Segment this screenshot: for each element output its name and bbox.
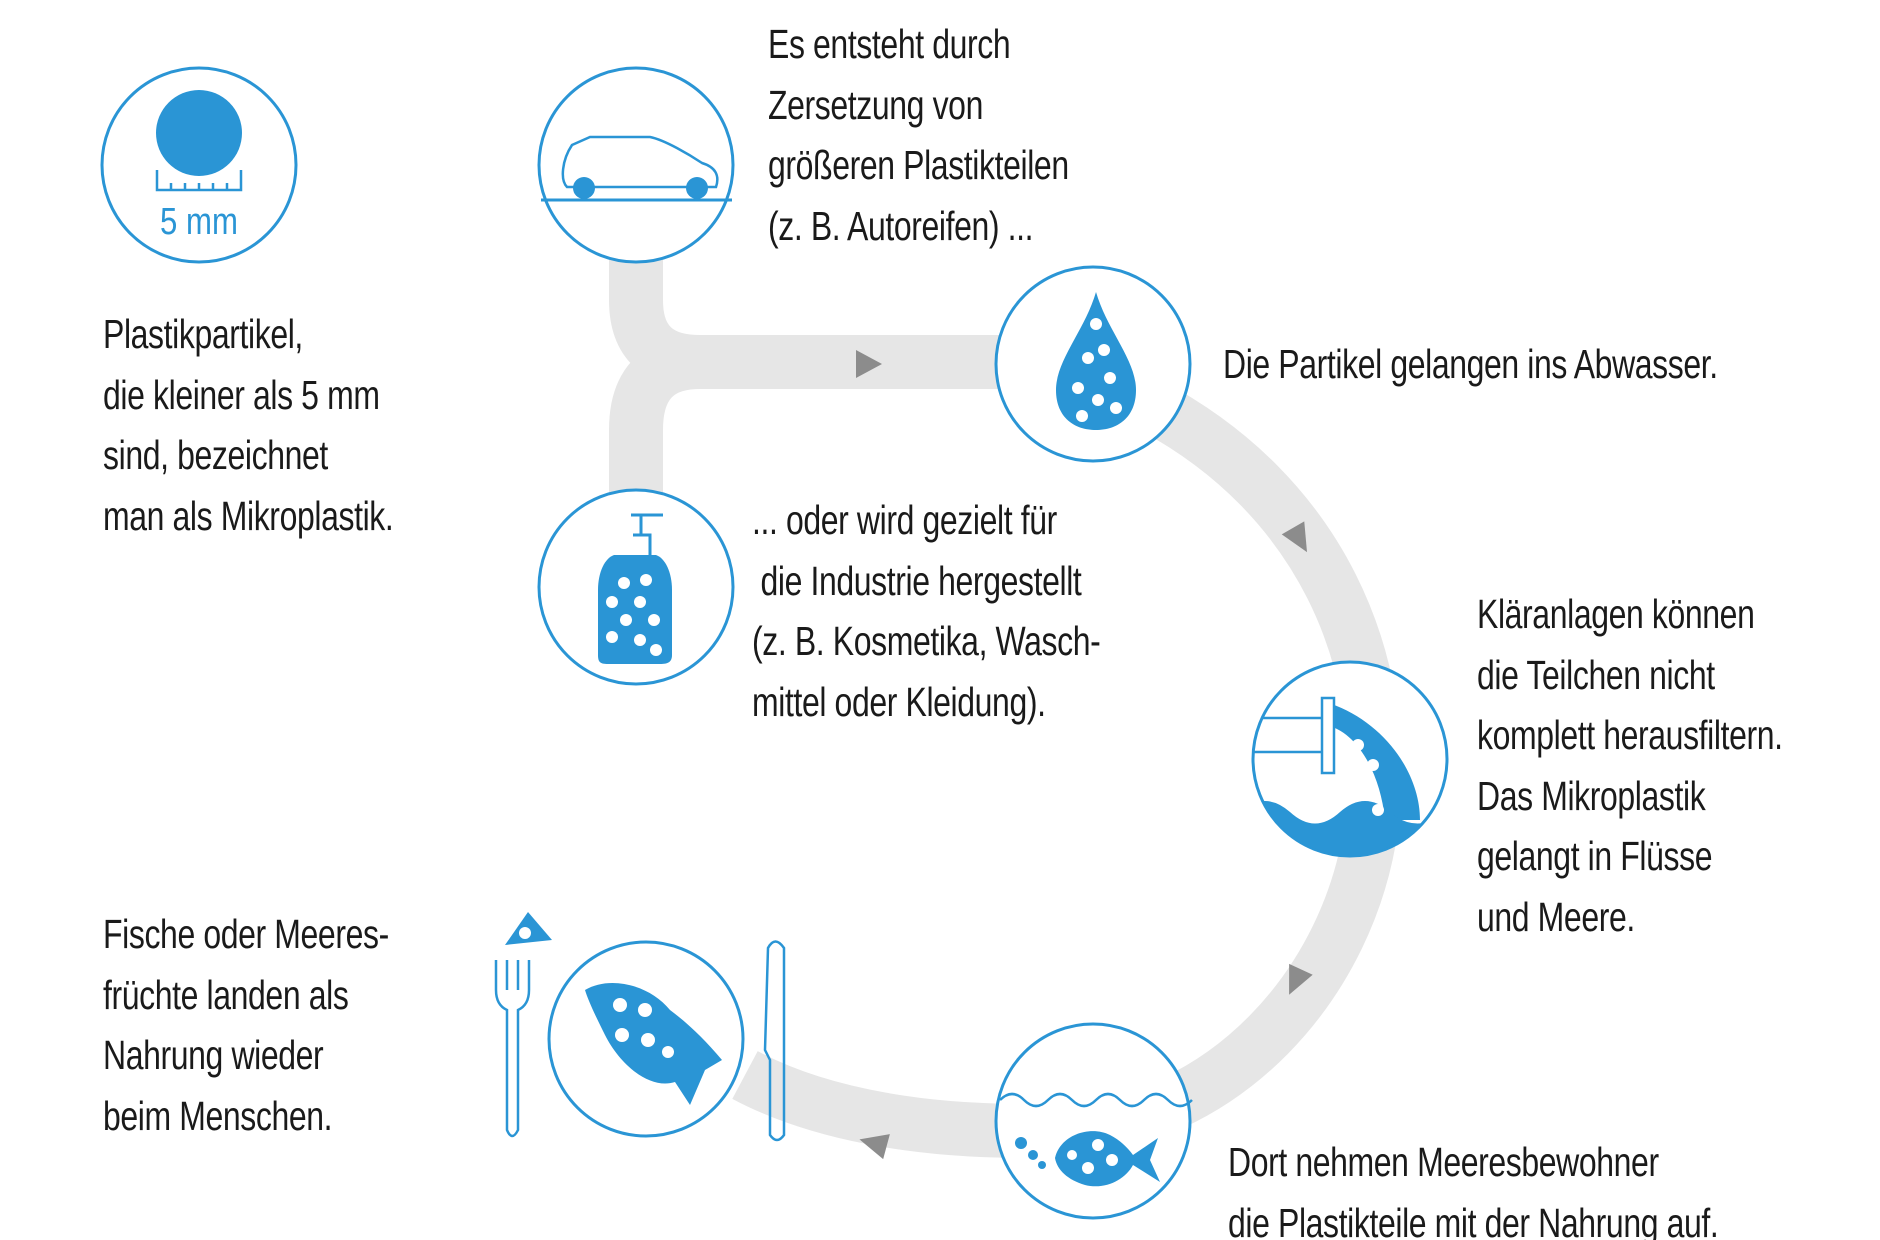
text-line: Fische oder Meeres- [103,911,389,957]
text-line: mittel oder Kleidung). [752,678,1046,725]
intro-text: Plastikpartikel, die kleiner als 5 mm si… [103,304,394,546]
arrow-down-left-icon [1289,963,1313,995]
flow-path [609,255,1402,1158]
text-line: und Meere. [1477,893,1635,940]
text-line: ... oder wird gezielt für [752,497,1057,543]
step-treatment-text: Kläranlagen können die Teilchen nicht ko… [1477,584,1783,947]
text-line: die Industrie hergestellt [752,557,1082,604]
arrow-left-icon [859,1134,890,1160]
bubbles-icon [1015,1137,1046,1169]
water-drop-icon [1056,292,1136,430]
arrow-down-icon [1281,521,1307,553]
car-circle [537,66,735,264]
knife-icon [763,940,786,1142]
text-line: größeren Plastikteilen [768,142,1069,188]
drain-pipe-icon [1320,696,1336,775]
fork-icon [494,960,531,1138]
particle-icon [156,90,242,176]
step-sea-creatures-text: Dort nehmen Meeresbewohner die Plastikte… [1228,1132,1719,1240]
text-line: Nahrung wieder [103,1032,324,1078]
text-line: Das Mikroplastik [1477,772,1706,819]
text-line: die kleiner als 5 mm [103,371,380,418]
text-line: Die Partikel gelangen ins Abwasser. [1223,341,1718,387]
text-line: Zersetzung von [768,81,983,128]
text-line: komplett herausfiltern. [1477,712,1783,758]
text-line: sind, bezeichnet [103,432,328,478]
step-decomposition-text: Es entsteht durch Zersetzung von größere… [768,14,1069,256]
text-line: beim Menschen. [103,1092,333,1139]
text-line: (z. B. Autoreifen) ... [768,202,1034,249]
step-wastewater-text: Die Partikel gelangen ins Abwasser. [1223,334,1718,395]
wave-icon [999,1092,1193,1108]
text-line: früchte landen als [103,971,349,1018]
text-line: (z. B. Kosmetika, Wasch- [752,618,1101,664]
ruler-icon [155,170,243,192]
flow-path-branch-bottom [609,335,702,500]
drop-circle [994,265,1192,463]
flow-path-loop [732,381,1402,1158]
arrow-right-icon [856,350,882,378]
car-icon [561,135,719,189]
soap-circle [537,488,735,686]
step-human-food-text: Fische oder Meeres- früchte landen als N… [103,904,389,1146]
size-label: 5 mm [160,201,238,243]
text-line: man als Mikroplastik. [103,492,394,539]
step-industry-text: ... oder wird gezielt für die Industrie … [752,490,1101,732]
text-line: Es entsteht durch [768,21,1011,67]
text-line: gelangt in Flüsse [1477,833,1713,879]
text-line: die Teilchen nicht [1477,651,1715,698]
text-line: die Plastikteile mit der Nahrung auf. [1228,1199,1719,1240]
text-line: Plastikpartikel, [103,311,303,357]
size-circle [100,66,298,264]
plate-circle [494,912,786,1142]
text-line: Dort nehmen Meeresbewohner [1228,1139,1659,1185]
pipe-circle [1251,660,1449,858]
text-line: Kläranlagen können [1477,591,1755,637]
ocean-circle [994,1022,1193,1220]
